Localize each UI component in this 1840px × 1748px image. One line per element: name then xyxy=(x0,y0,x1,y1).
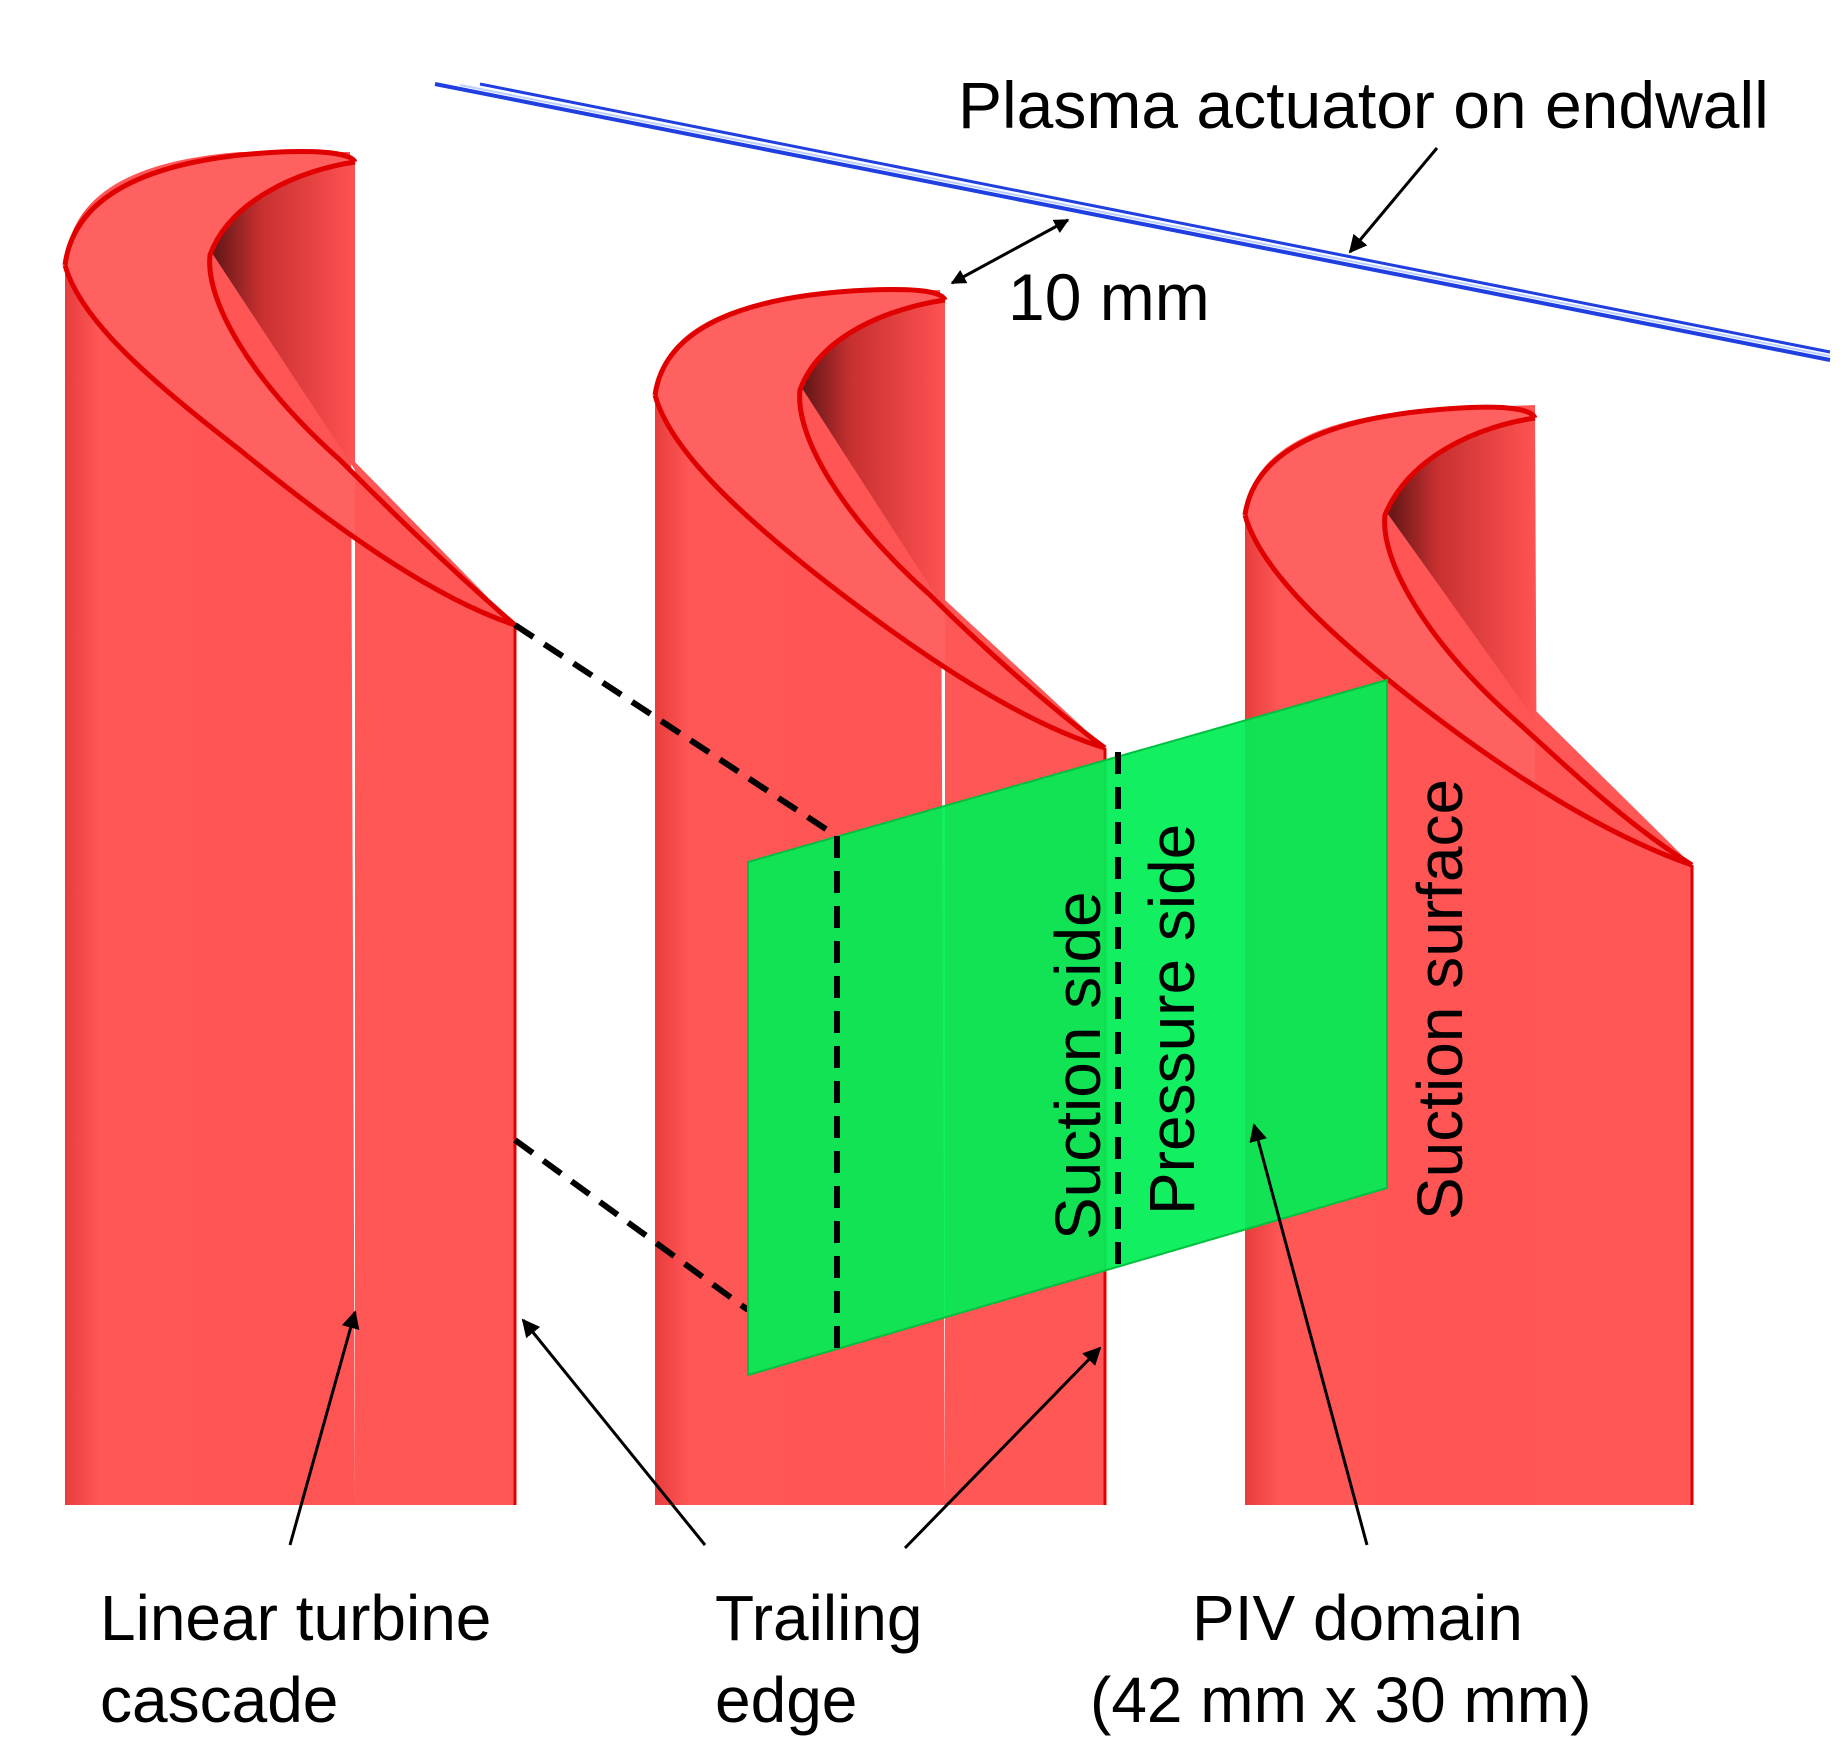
piv-domain-label-line1: PIV domain xyxy=(1192,1582,1523,1654)
piv-domain-label-line2: (42 mm x 30 mm) xyxy=(1090,1664,1591,1736)
plasma-actuator-line xyxy=(434,82,1831,362)
trailing-edge-arrow-right xyxy=(903,1346,1102,1550)
piv-pointer-arrow xyxy=(1249,1123,1369,1546)
cascade-pointer-arrow xyxy=(288,1310,360,1546)
suction-side-label: Suction side xyxy=(1042,891,1114,1240)
cascade-label-line2: cascade xyxy=(100,1664,338,1736)
cascade-label-line1: Linear turbine xyxy=(100,1582,491,1654)
trailing-edge-arrow-left xyxy=(521,1318,707,1546)
trailing-edge-label-line2: edge xyxy=(715,1664,857,1736)
gap-label: 10 mm xyxy=(1008,260,1210,334)
gap-dimension-arrow xyxy=(950,218,1070,285)
piv-domain-plane xyxy=(747,678,1388,1377)
actuator-pointer-arrow xyxy=(1348,147,1439,254)
trailing-edge-label-line1: Trailing xyxy=(715,1582,922,1654)
turbine-blade-3 xyxy=(1242,404,1694,1505)
turbine-blade-1 xyxy=(62,149,517,1505)
pressure-side-label: Pressure side xyxy=(1136,824,1208,1215)
suction-surface-label: Suction surface xyxy=(1404,779,1476,1220)
plasma-actuator-label: Plasma actuator on endwall xyxy=(958,68,1769,142)
projection-dashed-lines xyxy=(513,622,837,1313)
